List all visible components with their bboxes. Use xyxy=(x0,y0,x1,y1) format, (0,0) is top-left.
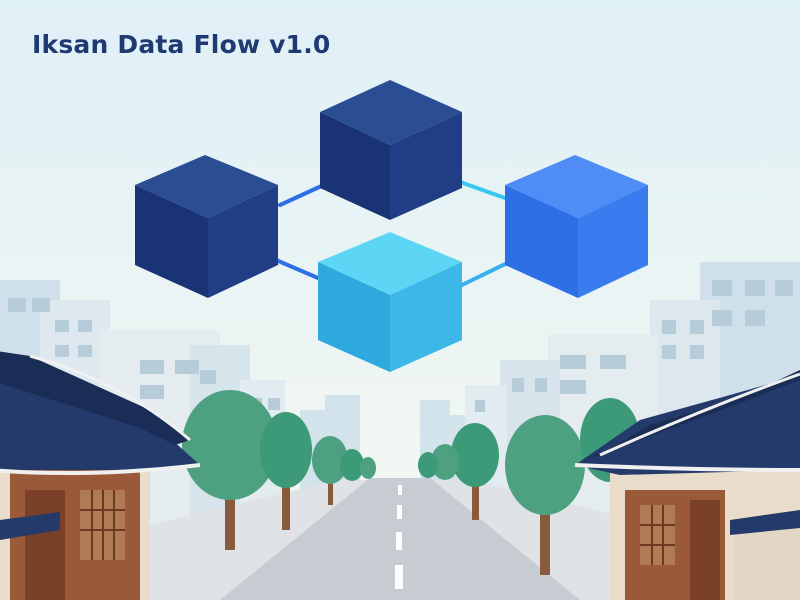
page-title: Iksan Data Flow v1.0 xyxy=(32,30,331,59)
left-hanok-house xyxy=(0,351,201,600)
right-hanok-house xyxy=(574,370,800,600)
cube-bottom-cyan xyxy=(318,232,462,372)
cube-left-navy xyxy=(135,155,278,298)
cube-top-navy xyxy=(320,80,462,220)
trees-left xyxy=(182,390,376,550)
road-center-line xyxy=(395,485,403,589)
cube-right-blue xyxy=(505,155,648,298)
